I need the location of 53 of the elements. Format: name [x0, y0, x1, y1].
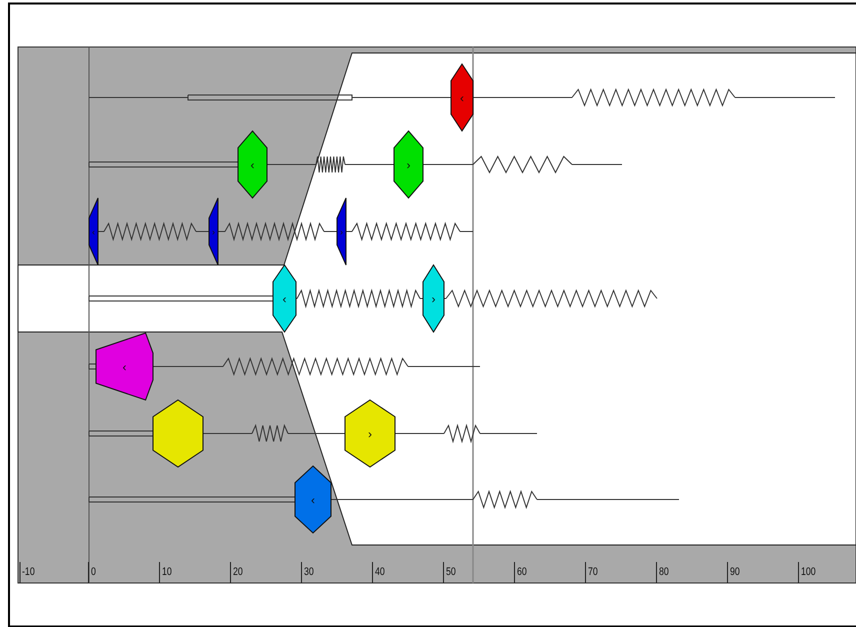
spring-connector	[266, 156, 394, 173]
tick-label: 10	[162, 566, 172, 578]
block-shape	[89, 198, 98, 265]
tick-label: 40	[375, 566, 385, 578]
direction-mark: ›	[212, 226, 215, 238]
block-shape	[96, 333, 153, 400]
spring-connector	[472, 88, 836, 107]
tick-label: -10	[22, 566, 35, 578]
rod-connector	[88, 430, 154, 436]
block-shape	[153, 400, 203, 467]
rod-connector	[88, 296, 274, 302]
spring-connector	[296, 288, 424, 308]
block-shape	[394, 131, 423, 198]
block-shape	[209, 198, 218, 265]
block-shape	[273, 265, 296, 332]
direction-mark: ‹	[122, 360, 126, 372]
direction-mark: ›	[340, 226, 343, 238]
block-shape	[337, 198, 346, 265]
spring-connector	[202, 424, 346, 442]
tick-label: 100	[801, 566, 816, 578]
direction-mark: ‹	[311, 494, 315, 506]
rod-connector	[88, 94, 452, 100]
rod-connector	[88, 162, 238, 168]
direction-mark: ‹	[460, 92, 464, 104]
tick-label: 30	[304, 566, 314, 578]
tick-label: 0	[91, 566, 96, 578]
tick-label: 60	[517, 566, 527, 578]
rod-connector	[88, 496, 296, 502]
tick-label: 80	[659, 566, 669, 578]
spring-connector	[330, 490, 680, 510]
spring-connector	[422, 155, 622, 174]
direction-mark: ‹	[250, 158, 254, 170]
direction-mark: ‹	[282, 292, 286, 304]
spring-connector	[98, 222, 210, 242]
spring-connector	[394, 424, 538, 444]
block-shape	[238, 131, 267, 198]
spring-connector	[346, 222, 474, 242]
tick-label: 70	[588, 566, 598, 578]
tick-label: 90	[730, 566, 740, 578]
direction-mark: ›	[432, 292, 436, 304]
spring-connector	[444, 289, 658, 308]
direction-mark: ›	[368, 428, 372, 440]
direction-mark: ‹	[92, 226, 95, 238]
block-shape	[451, 64, 473, 131]
tick-label: 50	[446, 566, 456, 578]
spring-connector	[218, 222, 338, 242]
block-shape	[423, 265, 444, 332]
spring-connector	[152, 356, 480, 376]
block-shape	[345, 400, 395, 467]
rod-connector	[88, 364, 96, 370]
direction-mark: ›	[406, 158, 410, 170]
block-shape	[295, 466, 331, 533]
tick-label: 20	[233, 566, 243, 578]
